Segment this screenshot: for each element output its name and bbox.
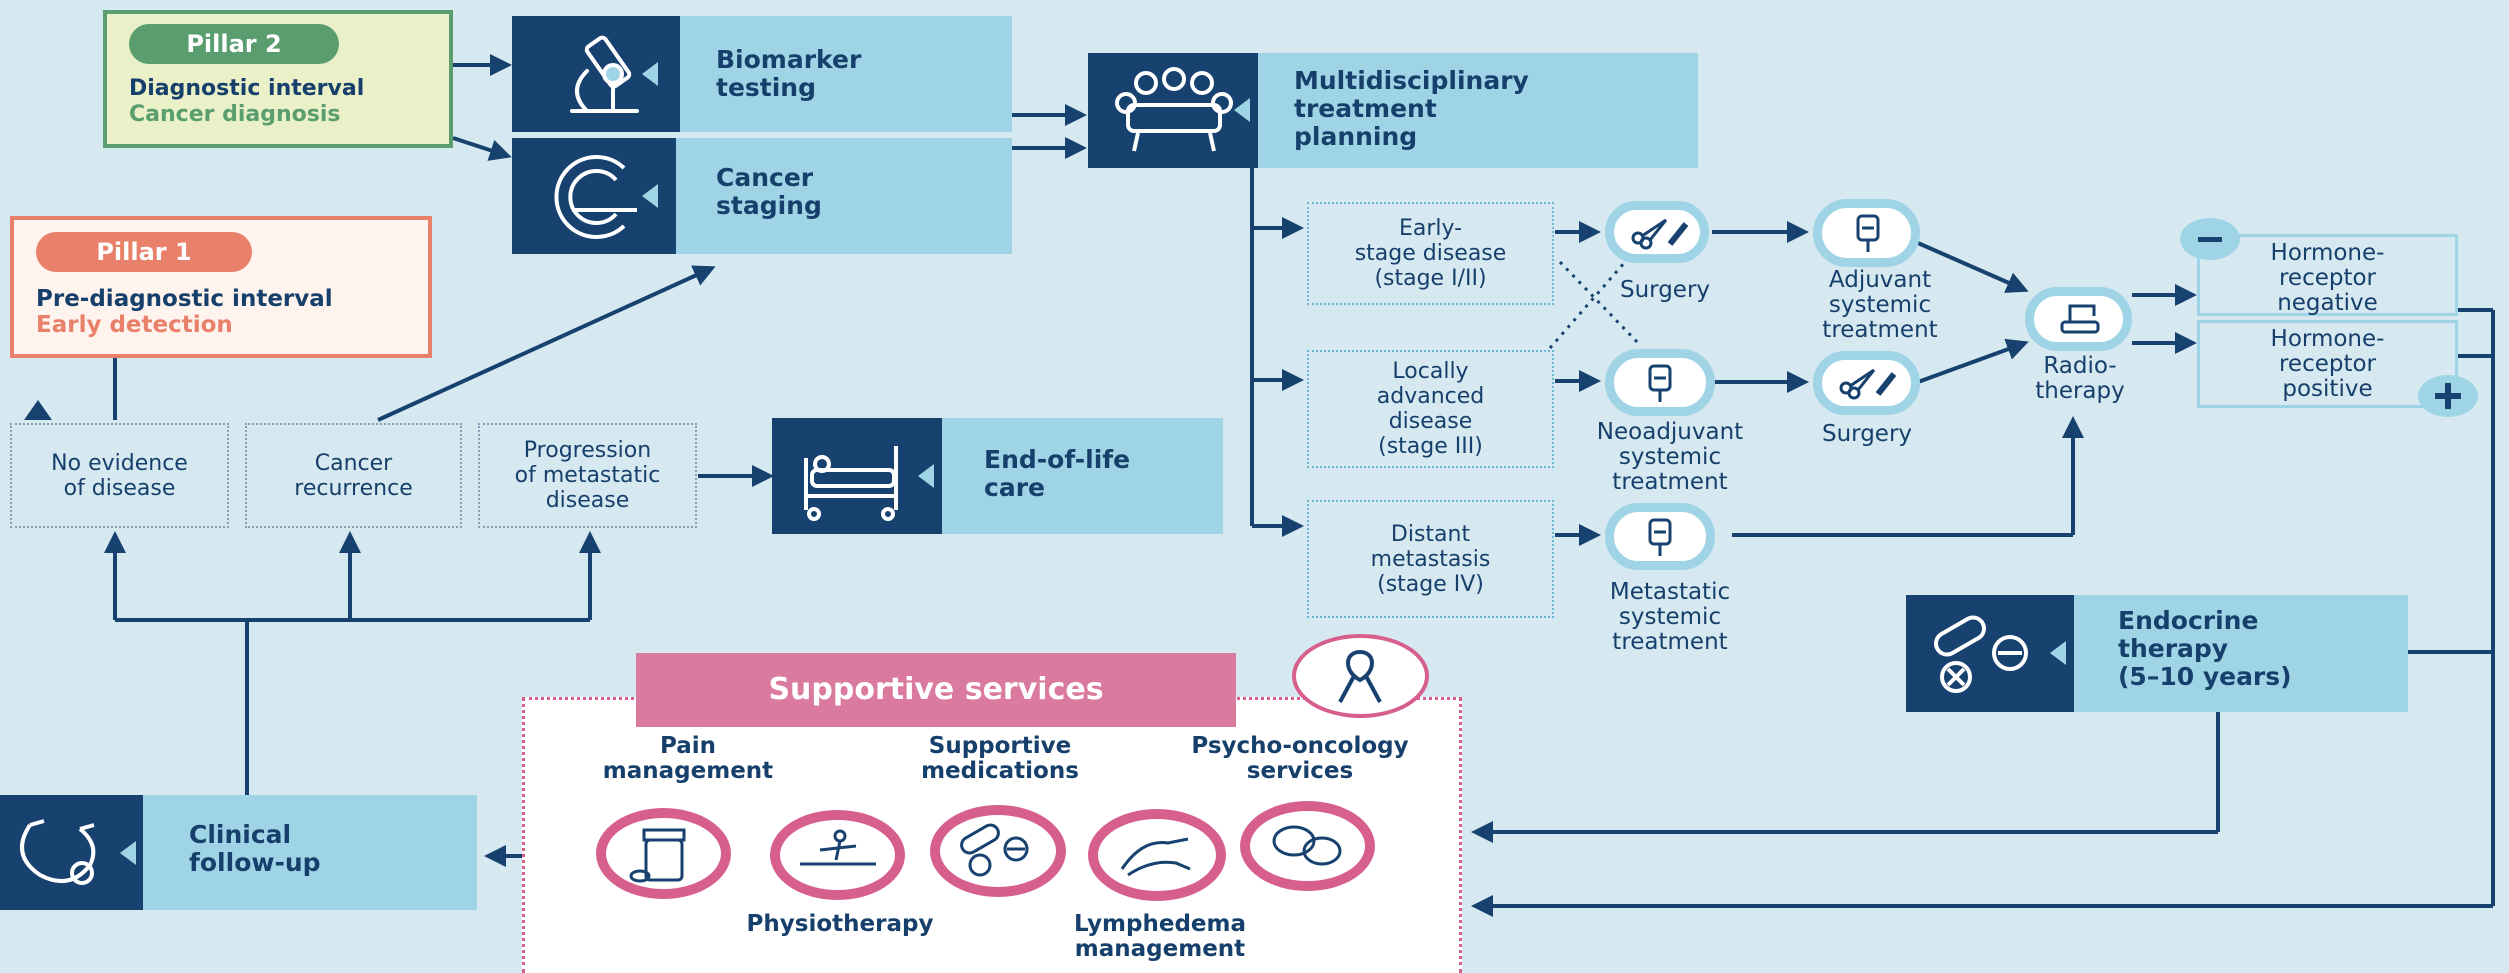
neoadjuvant-label: Neoadjuvant systemic treatment: [1596, 419, 1744, 495]
staging-box: Cancer staging: [676, 138, 1012, 254]
speech-bubbles-icon: [1240, 801, 1375, 891]
pain-label: Pain management: [602, 733, 774, 784]
psycho-label: Psycho-oncology services: [1191, 733, 1409, 784]
biomarker-box: Biomarker testing: [680, 16, 1012, 132]
pillar2-line1: Diagnostic interval: [129, 76, 365, 101]
pillar2-line2: Cancer diagnosis: [129, 102, 341, 127]
lymphedema-icon: [1088, 809, 1226, 901]
awareness-ribbon-icon: [1292, 634, 1429, 718]
pillar1-line1: Pre-diagnostic interval: [36, 286, 333, 312]
physiotherapy-icon: [770, 810, 905, 900]
outcome-ned: No evidence of disease: [10, 423, 229, 528]
endocrine-box: Endocrine therapy (5–10 years): [2074, 595, 2408, 712]
stage-locally-advanced: Locally advanced disease (stage III): [1307, 350, 1554, 468]
iv-bag-icon: [1605, 503, 1715, 570]
staging-icon-block: [512, 138, 676, 254]
minus-icon: [2180, 218, 2240, 260]
physio-label: Physiotherapy: [746, 911, 934, 937]
team-meeting-icon: [1115, 67, 1250, 152]
plus-icon: [2418, 375, 2478, 417]
endocrine-icon-block: [1906, 595, 2074, 712]
metastatic-label: Metastatic systemic treatment: [1609, 579, 1731, 655]
stage-distant: Distant metastasis (stage IV): [1307, 500, 1554, 618]
stethoscope-icon: [20, 819, 136, 885]
mdt-icon-block: [1088, 53, 1258, 168]
microscope-icon: [570, 35, 658, 113]
stage-early: Early- stage disease (stage I/II): [1307, 202, 1554, 305]
pillar2-badge: Pillar 2: [129, 24, 339, 64]
endoflife-label: End-of-life care: [984, 445, 1131, 502]
hr-positive-box: Hormone- receptor positive: [2197, 320, 2458, 408]
supportive-title: Supportive services: [636, 653, 1236, 727]
pillar1-badge: Pillar 1: [36, 232, 252, 272]
outcome-recurrence: Cancer recurrence: [245, 423, 462, 528]
hr-negative-label: Hormone- receptor negative: [2270, 240, 2385, 316]
hr-positive-label: Hormone- receptor positive: [2270, 326, 2385, 402]
endocrine-label: Endocrine therapy (5–10 years): [2118, 606, 2292, 691]
adjuvant-label: Adjuvant systemic treatment: [1822, 267, 1938, 343]
followup-box: Clinical follow-up: [143, 795, 477, 910]
meds-label: Supportive medications: [921, 733, 1079, 784]
iv-bag-icon: [1813, 199, 1920, 267]
pillar2-card: Pillar 2 Diagnostic interval Cancer diag…: [103, 10, 453, 148]
outcome-progression: Progression of metastatic disease: [478, 423, 697, 528]
mdt-label: Multidisciplinary treatment planning: [1294, 66, 1529, 151]
pills-icon: [1934, 615, 2066, 693]
biomarker-label: Biomarker testing: [716, 45, 862, 102]
pillar1-line2: Early detection: [36, 312, 233, 338]
surgery-icon: [1813, 351, 1920, 415]
biomarker-icon-block: [512, 16, 680, 132]
pillar1-card: Pillar 1 Pre-diagnostic interval Early d…: [10, 216, 432, 358]
pill-bottle-icon: [596, 808, 731, 899]
hr-negative-box: Hormone- receptor negative: [2197, 234, 2458, 316]
followup-icon-block: [0, 795, 143, 910]
mri-scanner-icon: [554, 155, 658, 239]
lymph-label: Lymphedema management: [1073, 911, 1247, 962]
medications-icon: [930, 805, 1066, 897]
iv-bag-icon: [1605, 349, 1715, 416]
staging-label: Cancer staging: [716, 163, 822, 220]
endoflife-box: End-of-life care: [942, 418, 1223, 534]
endoflife-icon-block: [772, 418, 942, 534]
radiotherapy-label: Radio- therapy: [2035, 353, 2125, 404]
surgery1-label: Surgery: [1619, 277, 1711, 303]
surgery-icon: [1605, 201, 1709, 263]
hospital-bed-icon: [804, 446, 934, 521]
radiotherapy-icon: [2025, 287, 2132, 351]
mdt-box: Multidisciplinary treatment planning: [1258, 53, 1698, 168]
surgery2-label: Surgery: [1821, 421, 1913, 447]
followup-label: Clinical follow-up: [189, 820, 321, 877]
